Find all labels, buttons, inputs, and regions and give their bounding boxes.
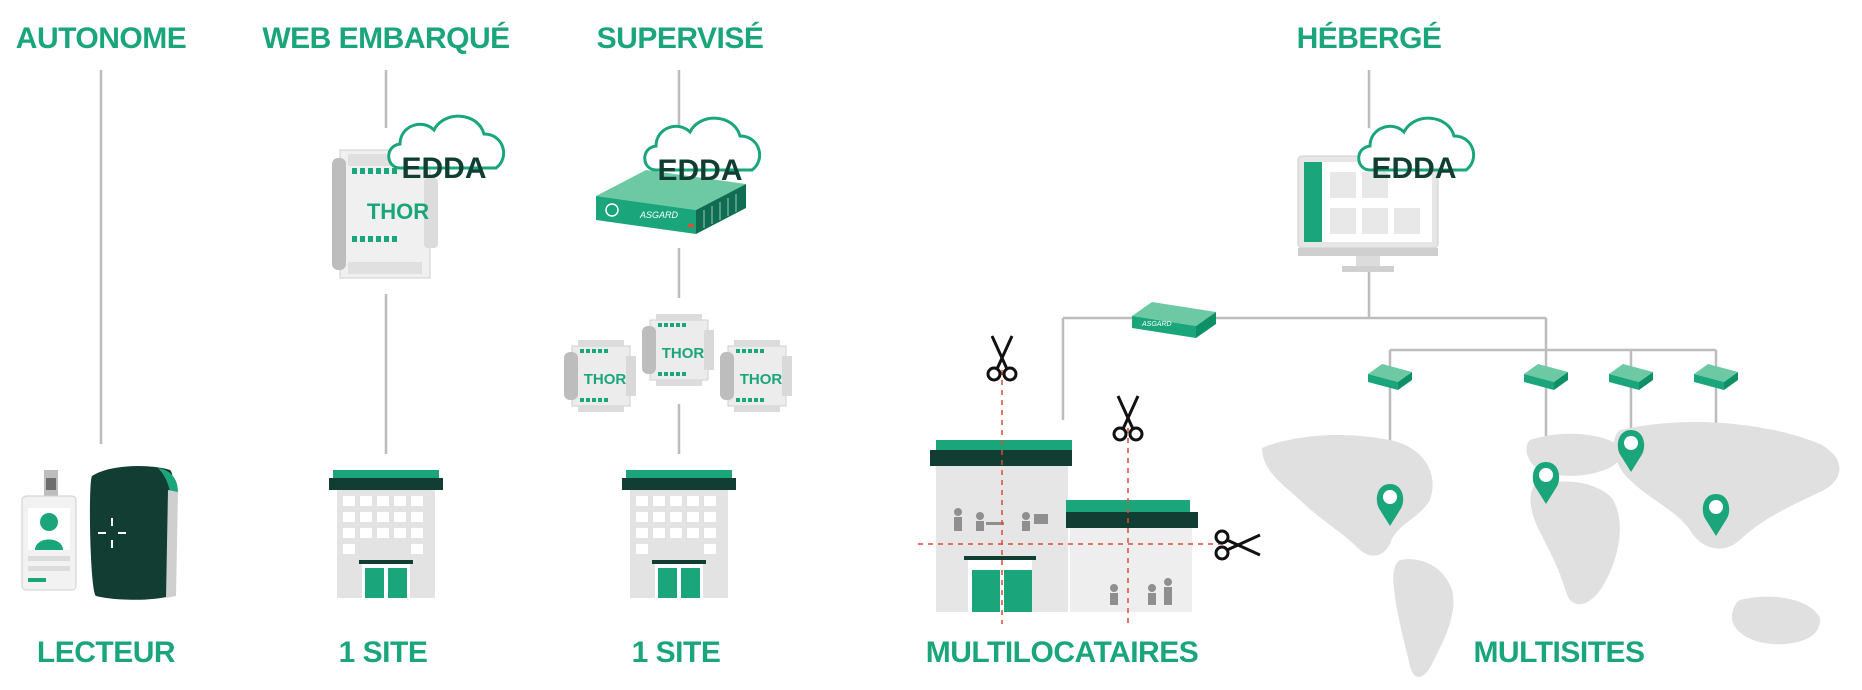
monitor — [1297, 155, 1439, 272]
mode-web-embarque-title: WEB EMBARQUÉ — [262, 22, 510, 55]
edda-label-supervise: EDDA — [657, 154, 742, 187]
multilocataires-caption: MULTILOCATAIRES — [925, 636, 1199, 669]
one-site-caption-1: 1 SITE — [338, 636, 428, 669]
thor-label-2: THOR — [662, 345, 705, 362]
thor-label-3: THOR — [740, 371, 783, 388]
reader-device — [89, 466, 178, 600]
mode-heberge-title: HÉBERGÉ — [1296, 22, 1442, 55]
asgard-server — [596, 170, 746, 234]
mode-autonome-title: AUTONOME — [15, 22, 187, 55]
thor-label-1: THOR — [584, 371, 627, 388]
site-switch-4 — [1694, 364, 1738, 390]
site-switch-3 — [1609, 364, 1653, 390]
edda-label-heberge: EDDA — [1371, 152, 1456, 185]
connector-lines — [99, 70, 1718, 494]
mode-supervise-title: SUPERVISÉ — [596, 22, 764, 55]
cut-lines — [918, 370, 1226, 624]
asgard-label-server: ASGARD — [639, 210, 679, 220]
multitenant-building — [930, 440, 1198, 612]
site-switch-1 — [1368, 364, 1412, 390]
scissors-icon — [1214, 529, 1262, 561]
hub-switch — [1132, 302, 1216, 338]
edda-label-web: EDDA — [401, 152, 486, 185]
thor-controller-web — [332, 149, 438, 279]
thor-label-web: THOR — [367, 199, 429, 224]
scissors-icon — [1112, 394, 1144, 442]
building-supervise — [622, 470, 736, 598]
world-map — [1262, 421, 1840, 678]
badge-card — [21, 470, 77, 591]
asgard-label-switch: ASGARD — [1141, 321, 1172, 328]
site-switch-2 — [1524, 364, 1568, 390]
building-web — [329, 470, 443, 598]
lecteur-caption: LECTEUR — [36, 636, 176, 669]
one-site-caption-2: 1 SITE — [631, 636, 721, 669]
multisites-caption: MULTISITES — [1473, 636, 1645, 669]
